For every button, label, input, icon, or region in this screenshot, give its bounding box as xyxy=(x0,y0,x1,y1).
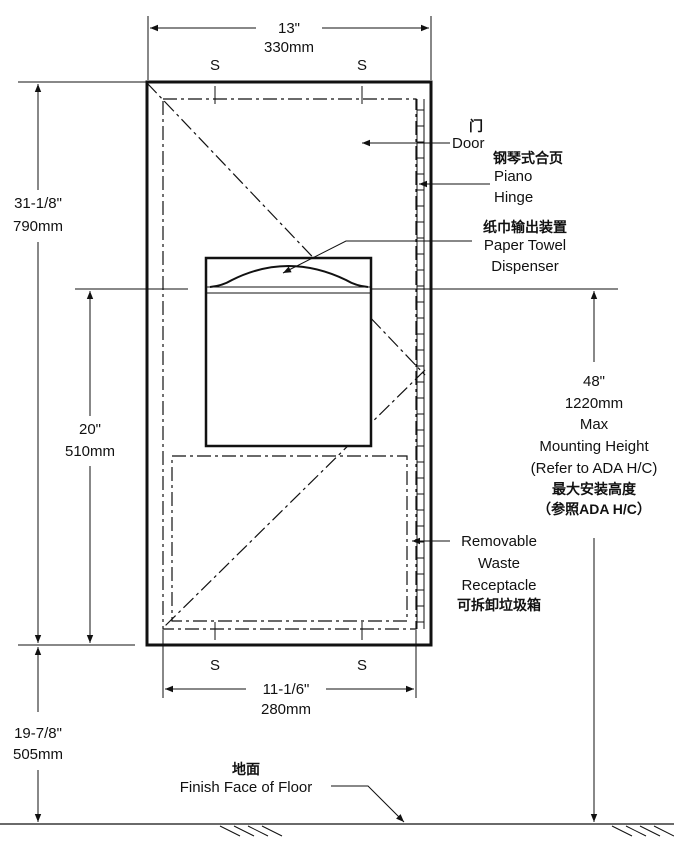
floor-label: Finish Face of Floor xyxy=(180,779,313,796)
waste-label-line-3: Receptacle xyxy=(461,577,536,594)
overall-height-inches: 31-1/8" xyxy=(14,195,62,212)
stud-ticks xyxy=(214,86,363,640)
dispenser-label-cn: 纸巾输出装置 xyxy=(483,219,567,235)
bottom-width-mm: 280mm xyxy=(261,701,311,718)
waste-receptacle-outline xyxy=(171,455,408,622)
door-label-cn: 门 xyxy=(469,118,483,134)
overall-height-mm: 790mm xyxy=(13,218,63,235)
top-width-mm: 330mm xyxy=(264,39,314,56)
stud-marker-bottom-right: S xyxy=(357,657,367,674)
stud-marker-bottom-left: S xyxy=(210,657,220,674)
floor-callout xyxy=(331,785,405,823)
waste-label-line-1: Removable xyxy=(461,533,537,550)
cabinet-outer-frame xyxy=(145,80,433,647)
paper-towel-dispenser xyxy=(204,256,373,448)
top-width-dimension xyxy=(147,16,432,80)
dispenser-height-inches: 20" xyxy=(79,421,101,438)
overall-height-dimension xyxy=(18,81,147,646)
mounting-height-mm: 1220mm xyxy=(565,395,623,412)
dispenser-label-line-1: Paper Towel xyxy=(484,237,566,254)
bottom-width-dimension xyxy=(162,630,417,698)
mounting-height-max: Max xyxy=(580,416,609,433)
bottom-width-inches: 11-1/6" xyxy=(263,681,310,698)
stud-marker-top-right: S xyxy=(357,57,367,74)
mounting-height-ada-note-cn: （参照ADA H/C） xyxy=(537,501,651,517)
waste-label-line-2: Waste xyxy=(478,555,520,572)
hinge-label-line-1: Piano xyxy=(494,168,532,185)
floor-gap-mm: 505mm xyxy=(13,746,63,763)
piano-hinge xyxy=(416,99,425,629)
stud-marker-top-left: S xyxy=(210,57,220,74)
top-width-inches: 13" xyxy=(278,20,300,37)
mounting-height-ada-note: (Refer to ADA H/C) xyxy=(531,460,658,477)
dispenser-callout xyxy=(282,240,472,274)
floor-hatch xyxy=(219,825,674,837)
door-label: Door xyxy=(452,135,485,152)
mounting-height-cn: 最大安装高度 xyxy=(552,481,637,497)
mounting-height-dimension xyxy=(371,288,618,822)
floor-label-cn: 地面 xyxy=(232,761,260,777)
mounting-height-inches: 48" xyxy=(583,373,605,390)
hinge-label-line-2: Hinge xyxy=(494,189,533,206)
dispenser-height-mm: 510mm xyxy=(65,443,115,460)
waste-label-cn: 可拆卸垃圾箱 xyxy=(457,597,541,613)
door-diagonal-1 xyxy=(146,82,426,376)
door-outline xyxy=(162,98,417,630)
door-diagonal-2 xyxy=(164,369,426,627)
mounting-height-title: Mounting Height xyxy=(539,438,649,455)
floor-gap-inches: 19-7/8" xyxy=(14,725,62,742)
hinge-label-cn: 钢琴式合页 xyxy=(493,150,563,166)
dispenser-height-dimension xyxy=(75,288,188,643)
dispenser-label-line-2: Dispenser xyxy=(491,258,559,275)
